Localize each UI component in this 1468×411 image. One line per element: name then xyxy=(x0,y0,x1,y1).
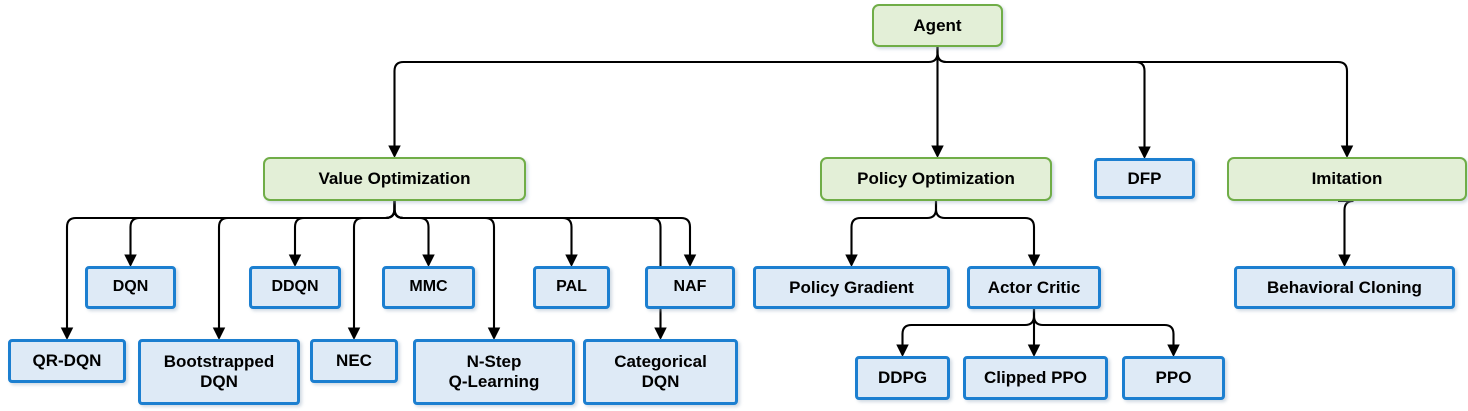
node-label-dqn: DQN xyxy=(112,278,149,296)
edge-agent-to-value-optimization xyxy=(388,47,939,159)
edge-agent-to-imitation xyxy=(936,47,1354,159)
node-label-qr-dqn: QR-DQN xyxy=(32,351,102,371)
node-ddqn[interactable]: DDQN xyxy=(249,266,341,309)
edge-agent-to-dfp xyxy=(936,47,1151,160)
node-agent[interactable]: Agent xyxy=(872,4,1003,47)
node-label-ddqn: DDQN xyxy=(271,278,319,296)
node-label-naf: NAF xyxy=(673,278,707,296)
edge-policy-optimization-to-policy-gradient xyxy=(845,201,938,268)
node-mmc[interactable]: MMC xyxy=(382,266,475,309)
node-clipped-ppo[interactable]: Clipped PPO xyxy=(963,356,1108,400)
node-label-value-optimization: Value Optimization xyxy=(318,169,471,189)
edge-value-optimization-to-mmc xyxy=(393,201,435,268)
edge-value-optimization-to-dqn xyxy=(124,201,396,268)
node-dfp[interactable]: DFP xyxy=(1094,158,1195,199)
node-dqn[interactable]: DQN xyxy=(85,266,176,309)
node-naf[interactable]: NAF xyxy=(645,266,735,309)
node-ppo[interactable]: PPO xyxy=(1122,356,1225,400)
node-label-ppo: PPO xyxy=(1155,368,1192,388)
node-value-optimization[interactable]: Value Optimization xyxy=(263,157,526,201)
node-n-step-q-learning[interactable]: N-Step Q-Learning xyxy=(413,339,575,405)
node-actor-critic[interactable]: Actor Critic xyxy=(967,266,1101,309)
node-qr-dqn[interactable]: QR-DQN xyxy=(8,339,126,383)
node-label-clipped-ppo: Clipped PPO xyxy=(984,368,1087,388)
edge-imitation-to-behavioral-cloning xyxy=(1337,191,1354,268)
node-label-nec: NEC xyxy=(336,351,372,371)
node-label-bootstrapped-dqn: Bootstrapped DQN xyxy=(163,352,275,391)
edge-actor-critic-to-ddpg xyxy=(896,309,1036,358)
node-label-actor-critic: Actor Critic xyxy=(987,277,1081,297)
node-label-mmc: MMC xyxy=(409,278,448,296)
node-policy-optimization[interactable]: Policy Optimization xyxy=(820,157,1052,201)
node-label-imitation: Imitation xyxy=(1311,169,1383,189)
node-ddpg[interactable]: DDPG xyxy=(855,356,950,400)
node-label-behavioral-cloning: Behavioral Cloning xyxy=(1267,277,1422,297)
node-imitation[interactable]: Imitation xyxy=(1227,157,1467,201)
node-pal[interactable]: PAL xyxy=(533,266,610,309)
node-categorical-dqn[interactable]: Categorical DQN xyxy=(583,339,738,405)
node-label-n-step-q-learning: N-Step Q-Learning xyxy=(448,352,540,391)
node-nec[interactable]: NEC xyxy=(310,339,398,383)
edge-value-optimization-to-naf xyxy=(393,201,697,268)
node-label-policy-optimization: Policy Optimization xyxy=(857,169,1015,189)
node-policy-gradient[interactable]: Policy Gradient xyxy=(753,266,950,309)
edge-actor-critic-to-ppo xyxy=(1032,309,1180,358)
edge-policy-optimization-to-actor-critic xyxy=(934,201,1041,268)
node-label-pal: PAL xyxy=(556,278,587,296)
edge-value-optimization-to-ddqn xyxy=(288,201,396,268)
node-bootstrapped-dqn[interactable]: Bootstrapped DQN xyxy=(138,339,300,405)
node-label-dfp: DFP xyxy=(1127,168,1162,188)
node-label-categorical-dqn: Categorical DQN xyxy=(614,352,707,391)
node-label-ddpg: DDPG xyxy=(877,368,928,388)
node-label-agent: Agent xyxy=(913,15,962,35)
edge-value-optimization-to-pal xyxy=(393,201,578,268)
node-label-policy-gradient: Policy Gradient xyxy=(789,277,914,297)
node-behavioral-cloning[interactable]: Behavioral Cloning xyxy=(1234,266,1455,309)
